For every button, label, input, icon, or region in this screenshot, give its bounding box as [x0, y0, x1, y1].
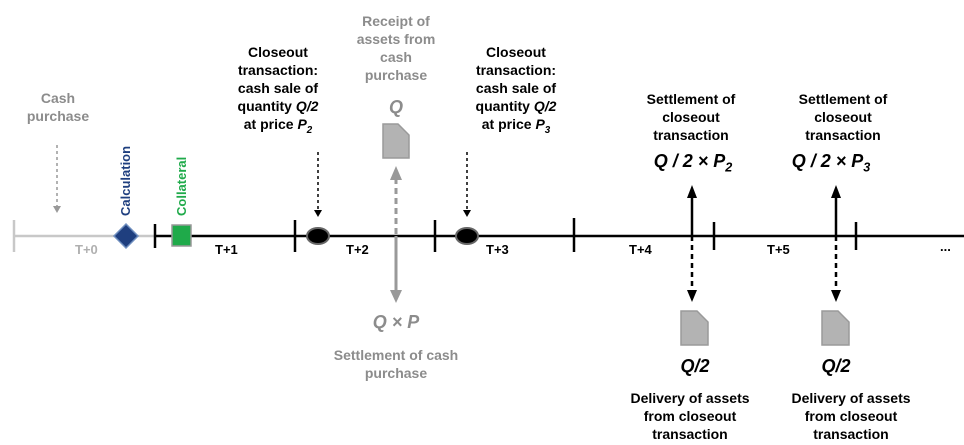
closeout2-arrow [463, 152, 471, 217]
timeline-ticks [153, 218, 858, 252]
cash-purchase-arrow [53, 145, 61, 213]
closeout1-dot [306, 227, 330, 245]
tick-label-t0: T+0 [75, 242, 98, 257]
collateral-square [171, 224, 192, 247]
cash-settlement-label: Settlement of cash purchase [333, 347, 459, 381]
cash-payment-amount: Q × P [372, 312, 420, 332]
calculation-label: Calculation [118, 145, 133, 216]
collateral-label: Collateral [174, 156, 189, 216]
closeout2-label: Closeout transaction: cash sale of quant… [475, 44, 557, 136]
delivery1-label: Delivery of assets from closeout transac… [630, 390, 750, 442]
closeout1-label: Closeout transaction: cash sale of quant… [237, 44, 319, 136]
receipt-quantity: Q [388, 97, 403, 117]
delivery1-document-icon [680, 310, 709, 346]
delivery2-label: Delivery of assets from closeout transac… [791, 390, 911, 442]
tick-label-t2: T+2 [346, 242, 369, 257]
settlement1-arrows [687, 185, 697, 302]
delivery2-document-icon [821, 310, 850, 346]
cash-settlement-arrows [390, 166, 402, 303]
tick-label-t5: T+5 [767, 242, 790, 257]
receipt-document-icon [382, 123, 410, 159]
tick-label-t1: T+1 [215, 242, 238, 257]
settlement2-label: Settlement of closeout transaction [798, 91, 888, 143]
calculation-diamond [112, 222, 140, 250]
closeout2-dot [455, 227, 479, 245]
delivery1-quantity: Q/2 [680, 356, 710, 376]
cash-purchase-label: Cash purchase [26, 90, 90, 124]
closeout1-arrow [314, 152, 322, 217]
timeline-ellipsis: ... [940, 239, 951, 254]
settlement1-label: Settlement of closeout transaction [646, 91, 736, 143]
tick-label-t4: T+4 [629, 242, 652, 257]
tick-label-t3: T+3 [486, 242, 509, 257]
settlement1-amount: Q / 2 × P2 [653, 151, 733, 175]
settlement2-arrows [831, 185, 841, 302]
settlement2-amount: Q / 2 × P3 [791, 151, 871, 175]
receipt-label: Receipt of assets from cash purchase [356, 13, 436, 83]
delivery2-quantity: Q/2 [821, 356, 851, 376]
